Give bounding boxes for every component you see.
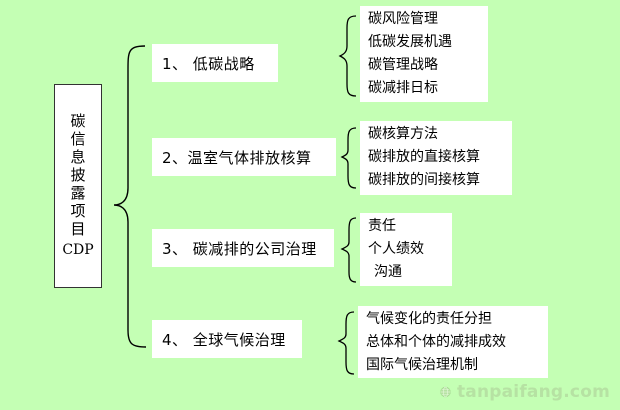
item-text: 气候变化的责任分担 (366, 311, 492, 327)
category-label: 3、 碳减排的公司治理 (162, 239, 317, 258)
item-text: 沟通 (374, 264, 402, 280)
item-text: 国际气候治理机制 (366, 357, 478, 373)
root-char: 碳 (70, 112, 86, 130)
category-label: 4、 全球气候治理 (162, 330, 286, 349)
globe-logo-icon (440, 386, 451, 398)
item-text: 碳排放的直接核算 (368, 149, 480, 165)
brace-3 (340, 217, 357, 283)
item-text: 总体和个体的减排成效 (366, 334, 506, 350)
category-label: 1、 低碳战略 (162, 54, 255, 73)
root-char: 目 (70, 220, 86, 238)
item-text: 碳减排日标 (368, 80, 438, 96)
category-box-4: 4、 全球气候治理 (152, 320, 302, 358)
item-text: 碳核算方法 (368, 126, 438, 142)
item-text: 碳排放的间接核算 (368, 172, 480, 188)
watermark: tanpaifang.com (440, 380, 610, 404)
watermark-text: tanpaifang.com (456, 382, 610, 402)
category-label: 2、温室气体排放核算 (162, 148, 312, 167)
item-box-1: 碳风险管理 低碳发展机遇 碳管理战略 碳减排日标 (360, 6, 488, 102)
root-box-cdp-disclosure: 碳 信 息 披 露 项 目 CDP (54, 84, 102, 288)
item-box-2: 碳核算方法 碳排放的直接核算 碳排放的间接核算 (360, 121, 512, 195)
brace-4 (337, 311, 355, 375)
root-char: 露 (70, 184, 86, 202)
item-box-4: 气候变化的责任分担 总体和个体的减排成效 国际气候治理机制 (358, 306, 548, 378)
root-char: 项 (70, 202, 86, 220)
brace-1 (338, 15, 357, 97)
root-cdp-label: CDP (62, 242, 94, 258)
root-char: 信 (70, 130, 86, 148)
item-text: 低碳发展机遇 (368, 34, 452, 50)
item-text: 碳风险管理 (368, 11, 438, 27)
category-box-2: 2、温室气体排放核算 (152, 138, 336, 176)
root-char: 息 (70, 148, 86, 166)
category-box-1: 1、 低碳战略 (152, 44, 278, 82)
brace-2 (340, 127, 357, 189)
root-char: 披 (70, 166, 86, 184)
item-text: 碳管理战略 (368, 57, 438, 73)
item-text: 个人绩效 (368, 241, 424, 257)
main-brace (113, 45, 147, 348)
category-box-3: 3、 碳减排的公司治理 (152, 229, 334, 267)
item-text: 责任 (368, 218, 396, 234)
item-box-3: 责任 个人绩效 沟通 (360, 213, 452, 286)
